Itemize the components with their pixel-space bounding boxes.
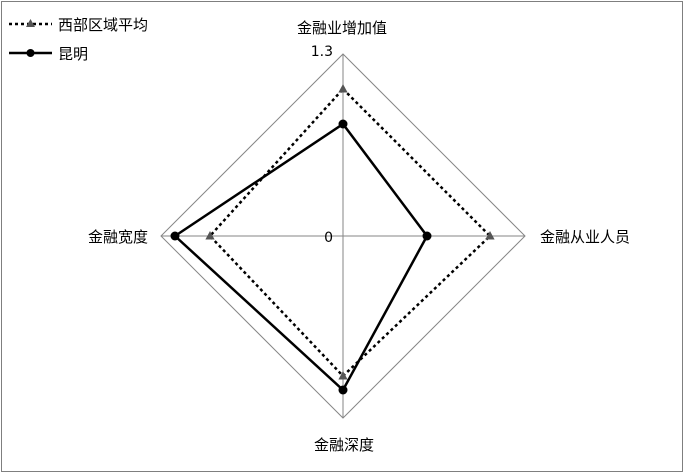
data-point-circle (338, 119, 348, 129)
axis-label-financial-employees: 金融从业人员 (540, 228, 630, 246)
data-point-circle (338, 385, 348, 395)
data-point-triangle (485, 231, 495, 240)
legend-label-west-average: 西部区域平均 (58, 16, 148, 34)
legend-marker-triangle-icon (26, 19, 35, 27)
series-layer (170, 84, 495, 395)
legend-item-kunming: 昆明 (9, 45, 88, 63)
tick-label-min: 0 (324, 230, 333, 246)
tick-label-max: 1.3 (311, 44, 333, 60)
axis-label-financial-breadth: 金融宽度 (88, 228, 148, 246)
legend: 西部区域平均 昆明 (9, 16, 148, 63)
legend-item-west-average: 西部区域平均 (9, 16, 148, 34)
axis-label-financial-value-added: 金融业增加值 (297, 19, 387, 37)
data-point-triangle (205, 231, 215, 240)
axis-label-financial-depth: 金融深度 (314, 436, 374, 454)
legend-label-kunming: 昆明 (58, 45, 88, 63)
data-point-triangle (338, 371, 348, 380)
data-point-circle (422, 231, 432, 241)
legend-marker-circle-icon (26, 49, 35, 57)
series-1 (170, 119, 432, 395)
data-point-triangle (338, 84, 348, 93)
series-0 (205, 84, 495, 380)
data-point-circle (170, 231, 180, 241)
